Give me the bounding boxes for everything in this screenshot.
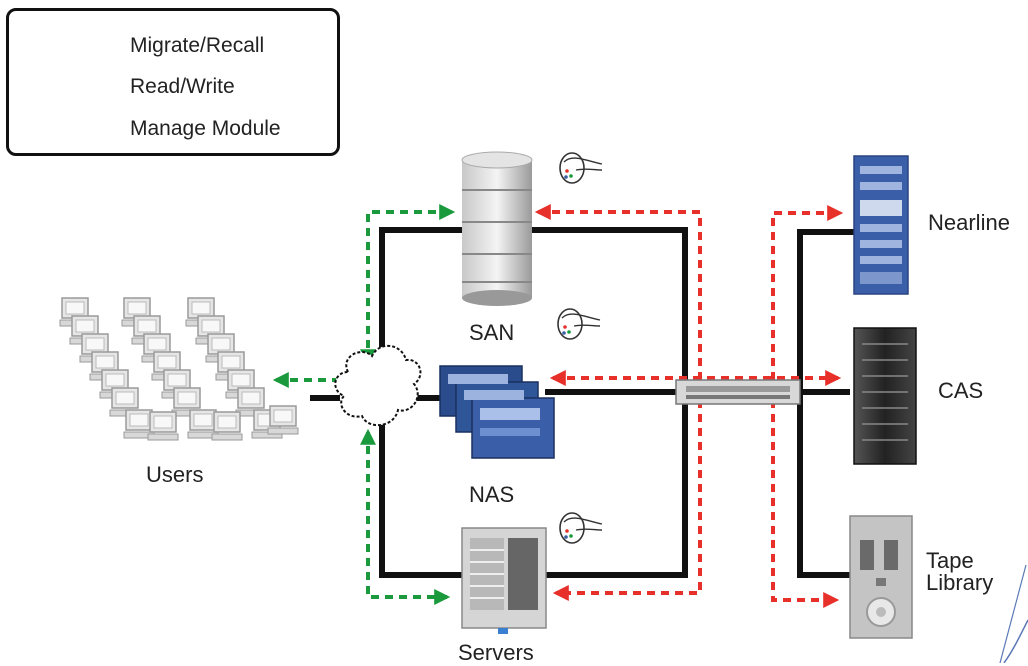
- servers-label: Servers: [458, 640, 534, 665]
- migrate-path-tape: [771, 400, 840, 608]
- server-tower-icon: [461, 527, 547, 634]
- tape-library-icon: [849, 515, 913, 639]
- san-label: SAN: [469, 320, 515, 345]
- legend-box: [6, 8, 340, 156]
- cas-label: CAS: [938, 378, 984, 403]
- cloud-icon: [334, 345, 422, 426]
- migrate-path-san: [534, 204, 702, 380]
- tape-library-label: Tape Library: [926, 550, 993, 594]
- users-label: Users: [146, 462, 204, 487]
- tape-label-line1: Tape: [926, 548, 974, 573]
- legend-read-write-label: Read/Write: [130, 75, 235, 98]
- legend-manage-module-label: Manage Module: [130, 117, 281, 140]
- users-icon-group: [59, 297, 299, 441]
- legend-migrate-recall-label: Migrate/Recall: [130, 34, 265, 57]
- database-stack-icon: [461, 151, 533, 306]
- nas-label: NAS: [469, 482, 515, 507]
- decorative-diagonal: [999, 564, 1027, 663]
- decorative-curve: [1003, 619, 1028, 663]
- migrate-recall-paths: [534, 204, 844, 608]
- migrate-path-nearline: [771, 205, 844, 380]
- read-write-paths: [272, 204, 456, 605]
- switch-icon: [675, 379, 801, 405]
- cable-tier: [797, 229, 855, 578]
- migrate-path-servers: [552, 400, 702, 601]
- rack-storage-icon: [853, 155, 909, 295]
- storage-cabinet-icon: [853, 327, 917, 465]
- nearline-label: Nearline: [928, 210, 1010, 235]
- rw-path-servers: [360, 428, 451, 605]
- rw-path-san: [360, 204, 456, 366]
- nas-appliance-icon: [439, 365, 555, 459]
- tape-label-line2: Library: [926, 570, 994, 595]
